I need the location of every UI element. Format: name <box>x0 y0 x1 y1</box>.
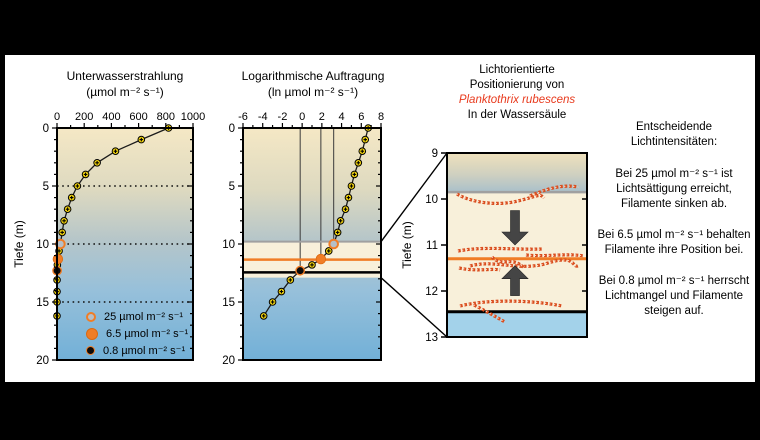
legend-marker-25-icon <box>86 311 96 322</box>
svg-text:10: 10 <box>425 194 438 206</box>
data-point-marker <box>286 276 295 284</box>
data-point-marker <box>67 193 76 202</box>
data-point-marker <box>308 261 316 269</box>
note-08: Bei 0.8 µmol m⁻² s⁻¹ herrscht Lichtmange… <box>598 275 750 317</box>
right-y-axis-label: Tiefe (m) <box>400 221 414 269</box>
svg-text:1000: 1000 <box>181 111 205 123</box>
right-panel-illustration: 9 10 11 12 13 <box>425 148 588 344</box>
data-point-marker <box>324 247 333 255</box>
sink-arrow-icon <box>501 210 529 246</box>
data-point-marker <box>350 170 359 179</box>
left-y-axis-label: Tiefe (m) <box>12 220 26 268</box>
svg-text:20: 20 <box>222 355 235 367</box>
key-point-65 <box>315 253 327 265</box>
left-chart-title-units: (µmol m⁻² s⁻¹) <box>86 85 164 99</box>
axis-ticks: 0 200 400 600 800 1000 0 5 10 15 20 <box>36 111 205 367</box>
data-point-marker <box>111 147 120 155</box>
right-panel-title: Lichtorientierte Positionierung von Plan… <box>437 63 597 123</box>
svg-text:2: 2 <box>319 111 325 123</box>
data-point-marker <box>358 147 367 155</box>
data-point-marker <box>137 135 146 144</box>
svg-text:0: 0 <box>299 111 305 123</box>
right-panel-title-line2: Positionierung von <box>469 79 565 91</box>
svg-text:4: 4 <box>339 111 345 123</box>
data-point-marker <box>60 217 68 225</box>
data-point-marker <box>277 287 286 296</box>
filament <box>456 192 546 206</box>
data-point-marker <box>347 182 356 190</box>
right-panel-title-line4: In der Wassersäule <box>467 109 567 121</box>
data-point-marker <box>81 170 90 179</box>
svg-text:0: 0 <box>54 111 60 123</box>
svg-text:6: 6 <box>358 111 364 123</box>
svg-text:20: 20 <box>36 355 49 367</box>
right-panel-title-line1: Lichtorientierte <box>479 64 555 76</box>
svg-text:9: 9 <box>432 148 438 160</box>
svg-text:600: 600 <box>129 111 147 123</box>
svg-text:8: 8 <box>378 111 384 123</box>
svg-text:5: 5 <box>229 181 235 193</box>
svg-text:15: 15 <box>222 297 235 309</box>
svg-text:10: 10 <box>222 239 235 251</box>
legend-marker-65-icon <box>86 327 98 340</box>
legend-label-08: 0.8 µmol m⁻² s⁻¹ <box>103 345 186 357</box>
svg-text:12: 12 <box>425 286 438 298</box>
note-25: Bei 25 µmol m⁻² s⁻¹ ist Lichtsättigung e… <box>615 168 733 210</box>
legend-item-25: 25 µmol m⁻² s⁻¹ <box>86 308 188 325</box>
left-chart-title-line1: Unterwasserstrahlung <box>66 69 184 83</box>
svg-text:-4: -4 <box>258 111 268 123</box>
data-point-marker <box>93 159 101 167</box>
axis-ticks: -6 -4 -2 0 2 4 6 8 0 5 10 15 20 <box>222 111 384 367</box>
svg-text:5: 5 <box>43 181 49 193</box>
svg-text:200: 200 <box>75 111 93 123</box>
svg-text:0: 0 <box>229 123 235 135</box>
data-point-marker <box>58 228 66 237</box>
key-point-25 <box>328 238 339 250</box>
svg-text:-6: -6 <box>238 111 248 123</box>
svg-text:11: 11 <box>426 240 438 252</box>
data-point-marker <box>361 135 370 144</box>
legend-label-25: 25 µmol m⁻² s⁻¹ <box>104 311 184 323</box>
legend-item-65: 6.5 µmol m⁻² s⁻¹ <box>86 325 188 342</box>
data-point-marker <box>259 312 268 320</box>
middle-chart: -6 -4 -2 0 2 4 6 8 0 5 10 15 20 <box>222 111 384 367</box>
legend: 25 µmol m⁻² s⁻¹ 6.5 µmol m⁻² s⁻¹ 0.8 µmo… <box>86 308 188 359</box>
middle-chart-title-units: (ln µmol m⁻² s⁻¹) <box>267 85 359 99</box>
rise-arrow-icon <box>501 265 529 296</box>
data-point-marker <box>354 159 363 167</box>
left-chart-title: Unterwasserstrahlung (µmol m⁻² s⁻¹) <box>45 68 205 100</box>
data-point-marker <box>336 217 345 225</box>
filament <box>457 246 543 253</box>
light-intensity-notes: Entscheidende Lichtintensitäten: Bei 25 … <box>595 120 753 335</box>
svg-text:15: 15 <box>36 297 49 309</box>
middle-chart-title: Logarithmische Auftragung (ln µmol m⁻² s… <box>233 68 393 100</box>
zoom-connector-lines <box>380 152 448 338</box>
data-point-marker <box>268 298 277 306</box>
legend-label-65: 6.5 µmol m⁻² s⁻¹ <box>106 328 189 340</box>
svg-text:-2: -2 <box>278 111 288 123</box>
data-point-marker <box>73 182 82 190</box>
data-point-marker <box>63 205 72 213</box>
filament <box>469 258 579 268</box>
notes-heading: Entscheidende Lichtintensitäten: <box>630 121 718 148</box>
legend-item-08: 0.8 µmol m⁻² s⁻¹ <box>86 342 188 359</box>
species-name: Planktothrix rubescens <box>458 94 576 106</box>
data-point-marker <box>341 205 350 213</box>
svg-text:0: 0 <box>43 123 49 135</box>
svg-text:13: 13 <box>425 332 438 344</box>
svg-text:400: 400 <box>102 111 120 123</box>
svg-text:800: 800 <box>157 111 175 123</box>
key-point-08 <box>295 265 306 276</box>
left-chart: 0 200 400 600 800 1000 0 5 10 15 20 <box>36 111 205 367</box>
data-point-marker <box>333 228 342 237</box>
data-point-marker <box>344 193 353 202</box>
svg-text:10: 10 <box>36 239 49 251</box>
note-65: Bei 6.5 µmol m⁻² s⁻¹ behalten Filamente … <box>597 229 751 256</box>
middle-chart-title-line1: Logarithmische Auftragung <box>241 69 385 83</box>
legend-marker-08-icon <box>86 346 95 355</box>
